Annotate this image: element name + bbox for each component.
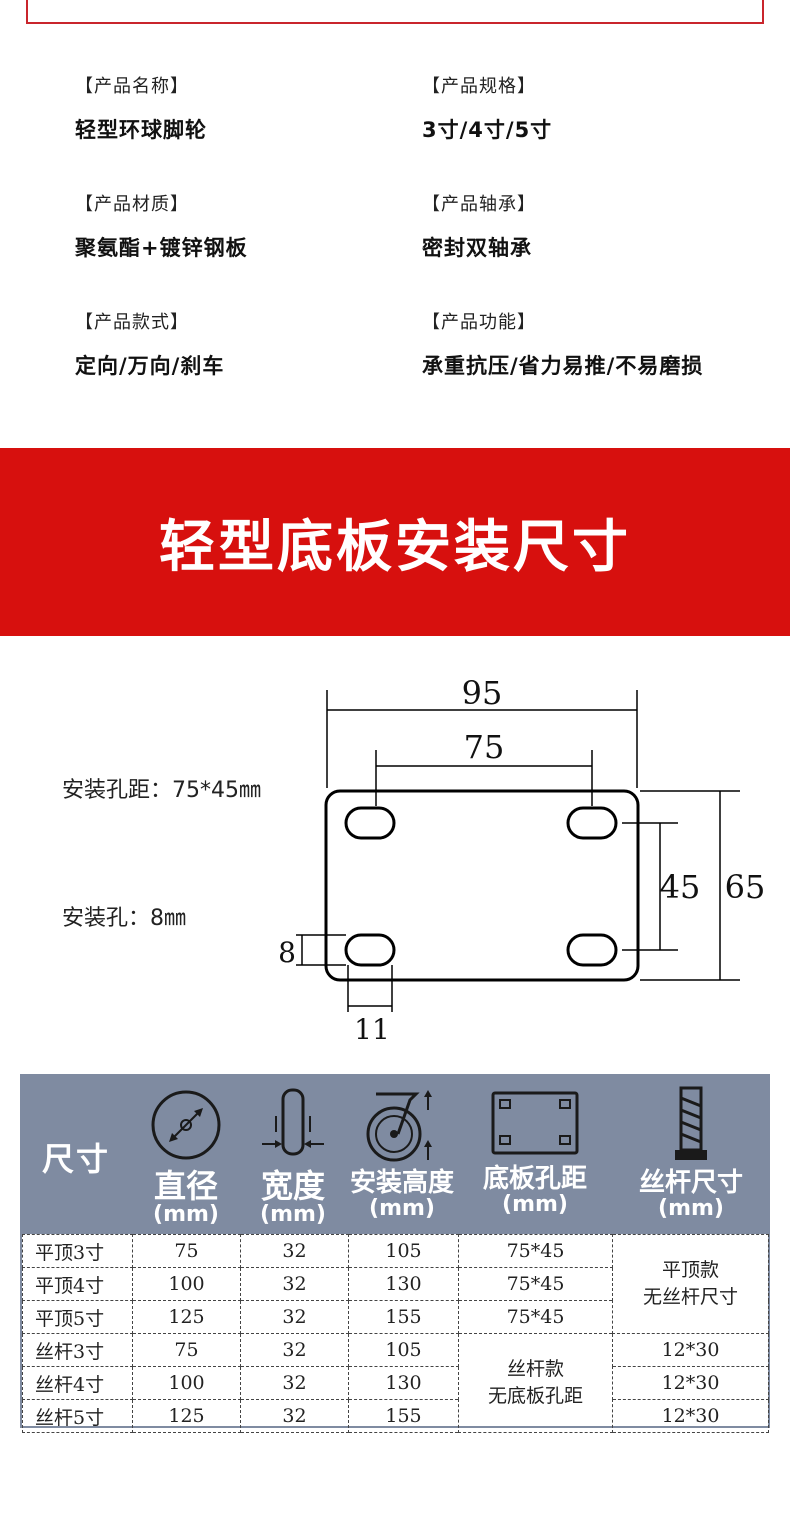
row-name: 平顶5寸 (22, 1300, 133, 1334)
size-label: 尺寸 (42, 1140, 111, 1178)
mounting-diagram: 安装孔距：75*45㎜ 安装孔：8㎜ (0, 660, 790, 1060)
cell-height: 130 (348, 1267, 459, 1301)
spec-value: 3寸/4寸/5寸 (422, 118, 553, 142)
row-name: 丝杆4寸 (22, 1366, 133, 1400)
spec-list: 【产品名称】 轻型环球脚轮 【产品规格】 3寸/4寸/5寸 【产品材质】 聚氨酯… (0, 0, 790, 440)
header-spacing: 底板孔距 (mm) (458, 1074, 612, 1232)
spec-label: 【产品材质】 (75, 194, 189, 215)
table-row: 丝杆5寸 125 32 155 12*30 (22, 1399, 769, 1433)
cell-spacing-note: 丝杆款 无底板孔距 (458, 1333, 613, 1433)
dim-plate-height: 65 (725, 868, 766, 906)
spec-label: 【产品规格】 (422, 76, 536, 97)
table-header: 尺寸 直径 (mm) 宽度 (mm) (20, 1074, 770, 1232)
header-unit: (mm) (502, 1192, 568, 1217)
size-table: 尺寸 直径 (mm) 宽度 (mm) (20, 1074, 770, 1433)
cell-stem-note: 平顶款 无丝杆尺寸 (612, 1234, 769, 1334)
hole-spacing-label: 安装孔距：75*45㎜ (62, 778, 261, 803)
header-name: 直径 (153, 1167, 218, 1205)
base-plate-drawing: 95 75 45 65 8 11 (278, 674, 766, 1046)
table-row: 平顶4寸 100 32 130 75*45 (22, 1267, 769, 1301)
spec-name: 【产品名称】 轻型环球脚轮 (75, 72, 207, 144)
spec-value: 定向/万向/刹车 (75, 354, 225, 378)
cell-height: 105 (348, 1234, 459, 1268)
threaded-stem-icon (675, 1086, 707, 1160)
header-unit: (mm) (153, 1202, 219, 1227)
cell-width: 32 (240, 1366, 349, 1400)
cell-spacing: 75*45 (458, 1300, 613, 1334)
cell-width: 32 (240, 1234, 349, 1268)
dim-plate-width: 95 (462, 674, 503, 712)
cell-width: 32 (240, 1267, 349, 1301)
header-width: 宽度 (mm) (240, 1074, 346, 1232)
top-frame (26, 0, 764, 24)
dim-hole-spacing-y: 45 (660, 868, 701, 906)
cell-diameter: 125 (132, 1300, 241, 1334)
cell-diameter: 125 (132, 1399, 241, 1433)
hole-size-label: 安装孔：8㎜ (62, 906, 186, 931)
spec-value: 承重抗压/省力易推/不易磨损 (422, 354, 704, 378)
spec-label: 【产品轴承】 (422, 194, 536, 215)
base-plate-icon (491, 1091, 579, 1155)
header-unit: (mm) (658, 1196, 724, 1221)
cell-diameter: 75 (132, 1234, 241, 1268)
dim-hole-width: 11 (354, 1013, 390, 1046)
cell-diameter: 100 (132, 1366, 241, 1400)
cell-width: 32 (240, 1333, 349, 1367)
header-name: 宽度 (260, 1167, 325, 1205)
header-unit: (mm) (260, 1202, 326, 1227)
dim-hole-spacing-x: 75 (464, 728, 505, 766)
dim-hole-height: 8 (278, 936, 296, 969)
cell-diameter: 75 (132, 1333, 241, 1367)
cell-stem: 12*30 (612, 1399, 769, 1433)
banner-title: 轻型底板安装尺寸 (159, 514, 631, 580)
cell-height: 130 (348, 1366, 459, 1400)
cell-diameter: 100 (132, 1267, 241, 1301)
cell-width: 32 (240, 1300, 349, 1334)
header-diameter: 直径 (mm) (132, 1074, 240, 1232)
table-row: 丝杆3寸 75 32 105 丝杆款 无底板孔距 12*30 (22, 1333, 769, 1433)
wheel-diameter-icon (151, 1090, 221, 1160)
header-name: 安装高度 (349, 1168, 454, 1198)
spec-label: 【产品款式】 (75, 312, 189, 333)
section-banner: 轻型底板安装尺寸 (0, 448, 790, 636)
header-unit: (mm) (369, 1196, 435, 1221)
note-line: 无底板孔距 (487, 1385, 583, 1407)
spec-bearing: 【产品轴承】 密封双轴承 (422, 190, 536, 262)
spec-value: 轻型环球脚轮 (75, 118, 207, 142)
cell-height: 155 (348, 1300, 459, 1334)
row-name: 平顶3寸 (22, 1234, 133, 1268)
wheel-width-icon (262, 1088, 324, 1156)
table-row: 平顶3寸 75 32 105 75*45 平顶款 无丝杆尺寸 (22, 1234, 769, 1334)
spec-style: 【产品款式】 定向/万向/刹车 (75, 308, 224, 380)
header-stem: 丝杆尺寸 (mm) (612, 1074, 770, 1232)
spec-size: 【产品规格】 3寸/4寸/5寸 (422, 72, 552, 144)
row-name: 平顶4寸 (22, 1267, 133, 1301)
spec-material: 【产品材质】 聚氨酯+镀锌钢板 (75, 190, 248, 262)
cell-width: 32 (240, 1399, 349, 1433)
cell-stem: 12*30 (612, 1366, 769, 1400)
spec-value: 密封双轴承 (422, 236, 532, 260)
cell-height: 105 (348, 1333, 459, 1367)
table-body: 平顶3寸 75 32 105 75*45 平顶款 无丝杆尺寸 平顶4寸 100 … (22, 1234, 769, 1433)
header-name: 丝杆尺寸 (638, 1168, 743, 1198)
note-line: 平顶款 (661, 1259, 719, 1282)
cell-spacing: 75*45 (458, 1267, 613, 1301)
caster-height-icon (366, 1090, 432, 1162)
note-line: 无丝杆尺寸 (642, 1286, 738, 1308)
spec-value: 聚氨酯+镀锌钢板 (75, 236, 248, 260)
row-name: 丝杆5寸 (22, 1399, 133, 1433)
note-line: 丝杆款 (506, 1358, 564, 1381)
size-data-table: 平顶3寸 75 32 105 75*45 平顶款 无丝杆尺寸 平顶4寸 100 … (22, 1234, 769, 1433)
spec-function: 【产品功能】 承重抗压/省力易推/不易磨损 (422, 308, 703, 380)
spec-label: 【产品功能】 (422, 312, 536, 333)
cell-height: 155 (348, 1399, 459, 1433)
header-name: 底板孔距 (482, 1164, 587, 1194)
header-height: 安装高度 (mm) (346, 1074, 458, 1232)
cell-spacing: 75*45 (458, 1234, 613, 1268)
table-row: 平顶5寸 125 32 155 75*45 (22, 1300, 769, 1334)
table-row: 丝杆4寸 100 32 130 12*30 (22, 1366, 769, 1400)
cell-stem: 12*30 (612, 1333, 769, 1367)
row-name: 丝杆3寸 (22, 1333, 133, 1367)
spec-label: 【产品名称】 (75, 76, 189, 97)
